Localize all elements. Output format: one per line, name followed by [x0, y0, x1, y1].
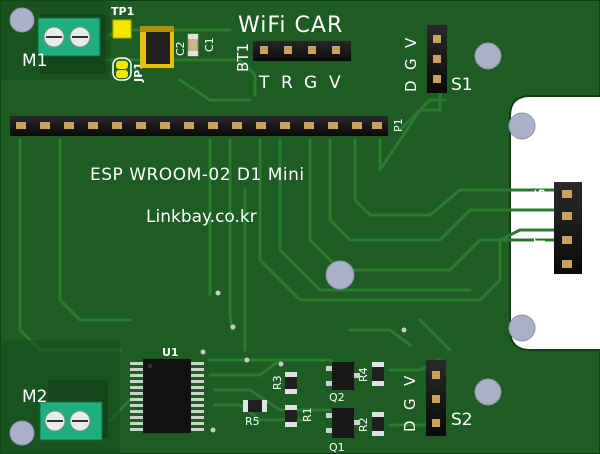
tp1-pad	[112, 19, 132, 39]
copper-traces	[18, 28, 562, 427]
mounting-holes	[9, 7, 536, 446]
r3-label: R3	[271, 375, 284, 390]
bt1-header	[253, 41, 351, 61]
s1-pin-g: G	[402, 58, 420, 70]
q2-label: Q2	[329, 391, 345, 404]
us1-header	[554, 182, 582, 274]
us1-pin-g: G	[531, 188, 549, 200]
m1-terminal-block	[37, 14, 106, 74]
s2-pin-d: D	[401, 420, 419, 432]
r2-label: R2	[357, 417, 370, 432]
m1-label: M1	[22, 51, 47, 71]
tp1-label: TP1	[111, 5, 134, 18]
s1-header	[427, 25, 447, 93]
jp1-jumper	[112, 57, 132, 81]
s2-pin-v: V	[401, 375, 419, 386]
c1-capacitor	[187, 33, 199, 57]
us1-pin-e: E	[531, 213, 549, 222]
s2-header	[426, 360, 446, 436]
bt1-pin-r: R	[281, 73, 293, 93]
r5-resistor	[243, 400, 267, 412]
bt1-pin-g: G	[304, 73, 317, 93]
r1-resistor	[285, 405, 297, 427]
q1-transistor	[326, 408, 360, 438]
bt1-pin-v: V	[329, 73, 341, 93]
s1-label: S1	[451, 75, 473, 95]
p1-label: P1	[392, 118, 405, 132]
s1-pin-v: V	[402, 37, 420, 48]
website-label: Linkbay.co.kr	[146, 207, 257, 227]
p1-header	[10, 116, 388, 136]
module-label: ESP WROOM-02 D1 Mini	[90, 165, 305, 185]
r2-resistor	[372, 412, 384, 436]
m2-label: M2	[22, 387, 47, 407]
tantalum-capacitor	[140, 26, 174, 68]
us1-pin-v: V	[531, 259, 549, 270]
q2-transistor	[326, 362, 360, 390]
us1-pin-t: T	[531, 236, 549, 247]
s2-pin-g: G	[401, 398, 419, 410]
vias	[200, 290, 407, 433]
r4-resistor	[372, 362, 384, 386]
c2-label: C2	[174, 41, 187, 56]
q1-label: Q1	[329, 441, 345, 454]
c1-label: C1	[203, 37, 216, 52]
u1-label: U1	[162, 346, 179, 359]
bt1-label: BT1	[234, 43, 252, 72]
r4-label: R4	[357, 367, 370, 382]
bt1-pin-t: T	[258, 73, 270, 93]
u1-chip	[130, 359, 204, 433]
r3-resistor	[285, 372, 297, 394]
r1-label: R1	[301, 407, 314, 422]
r5-label: R5	[245, 415, 260, 428]
m2-terminal-block	[39, 380, 108, 441]
s2-label: S2	[451, 410, 473, 430]
s1-pin-d: D	[402, 80, 420, 92]
board-title: WiFi CAR	[238, 13, 343, 38]
us1-label: US1	[551, 279, 576, 292]
